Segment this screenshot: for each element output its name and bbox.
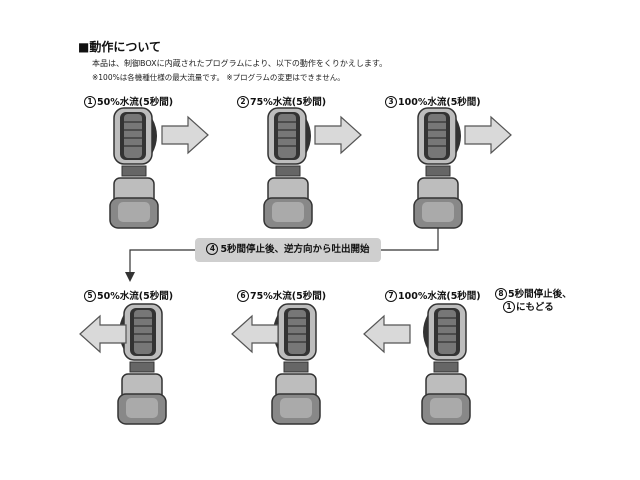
final-step-line1: 5秒間停止後、 bbox=[508, 289, 572, 300]
flow-arrow-left bbox=[231, 314, 279, 354]
description-line-2: ※100%は各機種仕様の最大流量です。 ※プログラムの変更はできません。 bbox=[92, 73, 345, 82]
final-step-number: 8 bbox=[495, 288, 507, 300]
description-line-1: 本品は、制御BOXに内蔵されたプログラムにより、以下の動作をくりかえします。 bbox=[92, 59, 388, 68]
final-step-line2: にもどる bbox=[516, 302, 554, 313]
step-text: 50%水流(5秒間) bbox=[97, 291, 174, 302]
flow-arrow-right bbox=[464, 115, 512, 155]
flow-arrow-left bbox=[363, 314, 411, 354]
reverse-step-label: 5秒間停止後、逆方向から吐出開始 bbox=[220, 244, 370, 255]
final-step-ref-number: 1 bbox=[503, 301, 515, 313]
step-text: 100%水流(5秒間) bbox=[398, 291, 481, 302]
step-number: 2 bbox=[237, 96, 249, 108]
step-text: 100%水流(5秒間) bbox=[398, 97, 481, 108]
pump-illustration bbox=[421, 303, 471, 425]
step-number: 3 bbox=[385, 96, 397, 108]
reverse-step-number: 4 bbox=[206, 243, 219, 255]
heading: ■動作について bbox=[78, 40, 161, 54]
flow-arrow-right bbox=[314, 115, 362, 155]
step-number: 1 bbox=[84, 96, 96, 108]
pump-illustration bbox=[413, 107, 463, 229]
pump-illustration bbox=[271, 303, 321, 425]
step-text: 50%水流(5秒間) bbox=[97, 97, 174, 108]
step-number: 7 bbox=[385, 290, 397, 302]
pump-illustration bbox=[117, 303, 167, 425]
step-text: 75%水流(5秒間) bbox=[250, 97, 327, 108]
flow-arrow-left bbox=[79, 314, 127, 354]
flow-arrow-right bbox=[161, 115, 209, 155]
pump-illustration bbox=[109, 107, 159, 229]
step-number: 5 bbox=[84, 290, 96, 302]
pump-illustration bbox=[263, 107, 313, 229]
step-text: 75%水流(5秒間) bbox=[250, 291, 327, 302]
step-number: 6 bbox=[237, 290, 249, 302]
